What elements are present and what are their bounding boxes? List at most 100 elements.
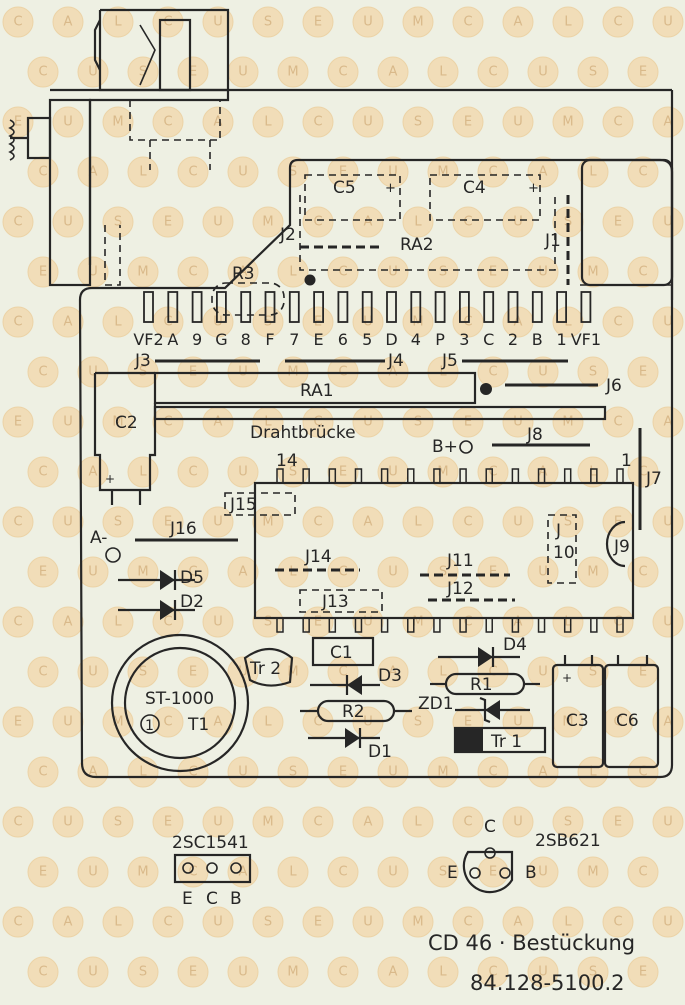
label-j13: J13 <box>321 592 349 612</box>
ic-pin-top <box>590 468 598 484</box>
watermark-letter: C <box>488 65 497 80</box>
watermark-letter: C <box>613 715 622 730</box>
watermark-letter: C <box>188 765 197 780</box>
watermark-letter: L <box>414 515 422 530</box>
label-2sb621-e: E <box>447 863 458 883</box>
watermark-letter: U <box>363 15 373 30</box>
label-ic-pin-1: 1 <box>621 451 632 471</box>
watermark-circle <box>352 506 384 538</box>
watermark-circle <box>477 556 509 588</box>
label-c6: C6 <box>616 711 639 731</box>
header-pin <box>143 291 154 323</box>
watermark-circle <box>377 756 409 788</box>
watermark-letter: S <box>589 965 597 980</box>
watermark-letter: M <box>137 565 148 580</box>
watermark-circle <box>227 556 259 588</box>
watermark-circle <box>552 606 584 638</box>
watermark-circle <box>202 6 234 38</box>
watermark-circle <box>302 206 334 238</box>
watermark-circle <box>452 6 484 38</box>
label-zd1: ZD1 <box>418 694 454 714</box>
watermark-letter: M <box>412 615 423 630</box>
watermark-circle <box>527 256 559 288</box>
watermark-letter: A <box>389 965 398 980</box>
watermark-circle <box>577 156 609 188</box>
watermark-letter: U <box>363 415 373 430</box>
label-r3: R3 <box>232 264 255 284</box>
watermark-circle <box>127 856 159 888</box>
watermark-circle <box>302 6 334 38</box>
watermark-circle <box>177 56 209 88</box>
watermark-circle <box>227 956 259 988</box>
watermark-letter: A <box>64 15 73 30</box>
label-c4: C4 <box>463 178 486 198</box>
watermark-letter: U <box>63 215 73 230</box>
watermark-letter: U <box>63 515 73 530</box>
watermark-letter: U <box>88 965 98 980</box>
watermark-circle <box>602 206 634 238</box>
watermark-letter: C <box>38 165 47 180</box>
watermark-letter: M <box>437 165 448 180</box>
watermark-circle <box>77 656 109 688</box>
watermark-circle <box>577 856 609 888</box>
watermark-circle <box>302 906 334 938</box>
watermark-circle <box>527 556 559 588</box>
watermark-letter: C <box>488 465 497 480</box>
watermark-letter: L <box>439 965 447 980</box>
watermark-letter: U <box>363 615 373 630</box>
watermark-letter: M <box>562 115 573 130</box>
watermark-circle <box>277 456 309 488</box>
watermark-letter: E <box>39 265 47 280</box>
watermark-letter: C <box>338 565 347 580</box>
watermark-letter: E <box>614 515 622 530</box>
label-j15: J15 <box>229 495 257 515</box>
watermark-letter: S <box>439 565 447 580</box>
pin-label: VF2 <box>133 330 163 349</box>
watermark-circle <box>502 206 534 238</box>
watermark-letter: C <box>613 315 622 330</box>
watermark-circle <box>577 756 609 788</box>
watermark-circle <box>477 956 509 988</box>
watermark-letter: U <box>63 115 73 130</box>
capacitors-c3-c6 <box>551 655 660 769</box>
watermark-letter: S <box>289 465 297 480</box>
watermark-letter: C <box>38 465 47 480</box>
watermark-letter: U <box>213 15 223 30</box>
watermark-circle <box>102 906 134 938</box>
watermark-letter: M <box>112 415 123 430</box>
watermark-letter: C <box>638 265 647 280</box>
watermark-letter: L <box>564 15 572 30</box>
ic-pin-bottom <box>485 617 493 633</box>
watermark-circle <box>502 806 534 838</box>
watermark-letter: L <box>589 765 597 780</box>
watermark-letter: C <box>13 215 22 230</box>
watermark-circle <box>477 56 509 88</box>
watermark-letter: U <box>63 715 73 730</box>
watermark-circle <box>177 656 209 688</box>
watermark-circle <box>577 956 609 988</box>
watermark-letter: U <box>663 815 673 830</box>
ic-pin-top <box>354 468 363 484</box>
watermark-circle <box>577 256 609 288</box>
watermark-letter: U <box>388 765 398 780</box>
watermark-letter: S <box>589 65 597 80</box>
watermark-circle <box>177 156 209 188</box>
watermark-letter: A <box>389 665 398 680</box>
watermark-circle <box>102 406 134 438</box>
ic-pin-top <box>407 468 415 484</box>
switch-housing <box>8 8 674 300</box>
watermark-circle <box>277 956 309 988</box>
watermark-letter: A <box>214 415 223 430</box>
pin-label: F <box>265 330 274 349</box>
watermark-circle <box>652 6 684 38</box>
watermark-circle <box>52 706 84 738</box>
watermark-letter: E <box>314 15 322 30</box>
watermark-circle <box>577 456 609 488</box>
watermark-letter: C <box>13 815 22 830</box>
watermark-circle <box>552 906 584 938</box>
label-j7: J7 <box>645 469 662 489</box>
watermark-letter: C <box>488 665 497 680</box>
watermark-letter: U <box>388 565 398 580</box>
pin-label: 2 <box>508 330 518 349</box>
